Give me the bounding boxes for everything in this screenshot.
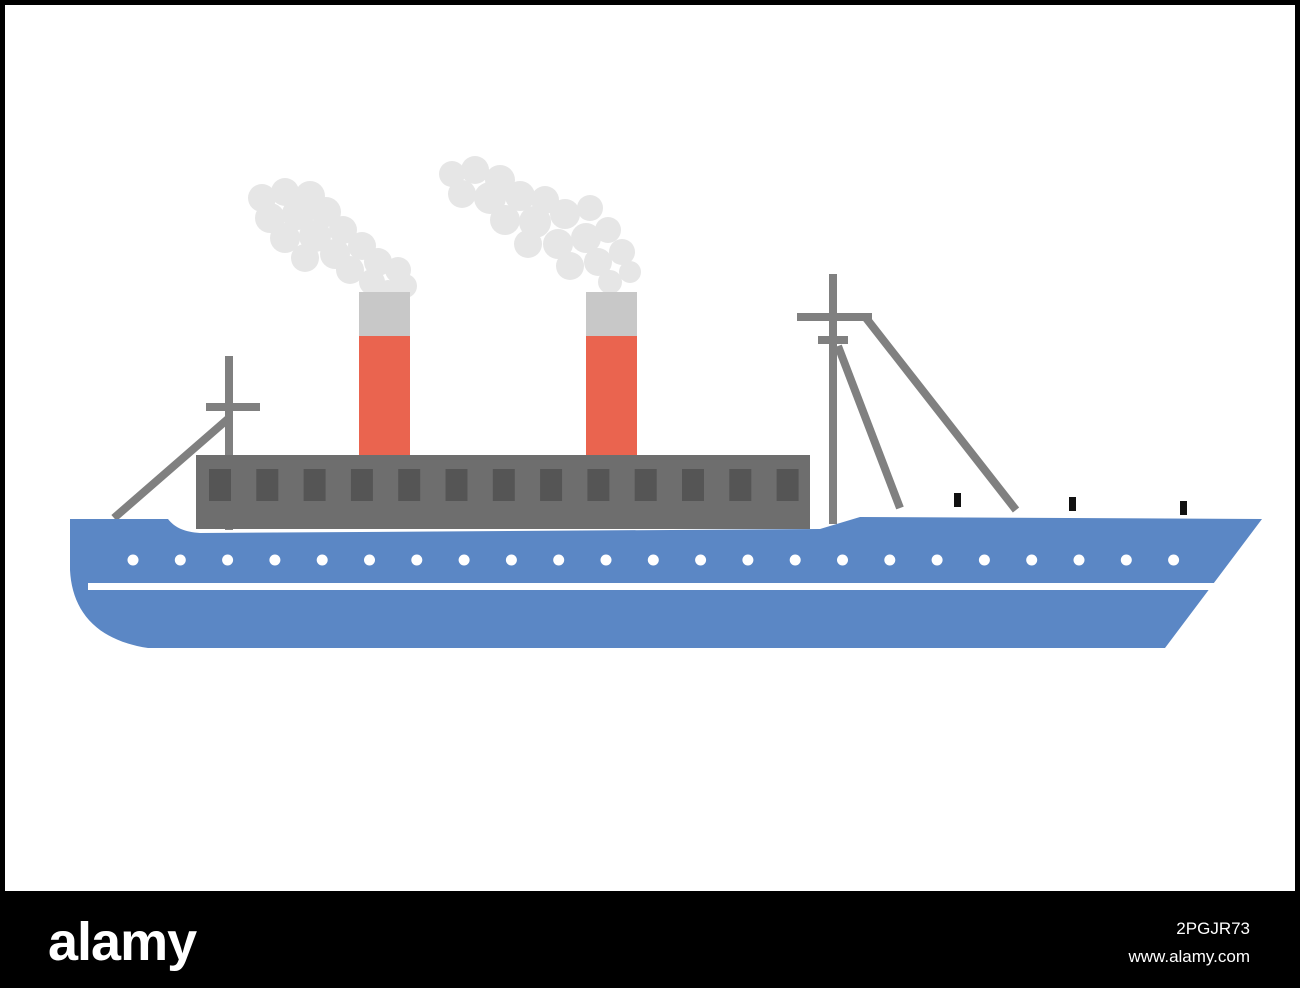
porthole [316, 554, 328, 566]
deckhouse-window [445, 469, 468, 501]
deckhouse-window [729, 469, 752, 501]
porthole [505, 554, 517, 566]
porthole [978, 554, 990, 566]
alamy-logo: alamy [48, 912, 197, 972]
deckhouse-window [634, 469, 657, 501]
porthole [931, 554, 943, 566]
porthole [269, 554, 281, 566]
porthole [364, 554, 375, 566]
canvas-background [5, 5, 1295, 891]
deckhouse-window [776, 469, 799, 501]
deckhouse-window [682, 469, 704, 501]
deckhouse [196, 455, 810, 529]
steamship-illustration [5, 5, 1295, 891]
porthole [789, 554, 801, 566]
porthole [742, 554, 754, 566]
porthole [1168, 554, 1180, 566]
porthole [647, 554, 659, 566]
smoke-cloud-left [248, 178, 417, 300]
porthole [127, 554, 139, 566]
front-mast [797, 274, 1020, 524]
site-url-label: www.alamy.com [1128, 947, 1250, 966]
deckhouse-window [587, 469, 610, 501]
porthole [458, 554, 470, 566]
porthole [222, 554, 234, 566]
deckhouse-window [492, 469, 515, 501]
watermark-footer [0, 896, 1300, 988]
deckhouse-window [209, 469, 231, 501]
porthole [837, 554, 848, 566]
portholes [127, 554, 1180, 566]
deck-bollards [954, 493, 1187, 515]
funnel-rear [359, 292, 410, 460]
deckhouse-window [303, 469, 326, 501]
porthole [174, 554, 186, 566]
porthole [1026, 554, 1038, 566]
funnel-front [586, 292, 637, 460]
deckhouse-window [540, 469, 563, 501]
image-id-label: 2PGJR73 [1176, 919, 1250, 938]
porthole [1120, 554, 1132, 566]
porthole [1073, 554, 1085, 566]
deckhouse-window [256, 469, 279, 501]
porthole [600, 554, 612, 566]
porthole [884, 554, 896, 566]
porthole [411, 554, 423, 566]
smoke-cloud-right [439, 156, 641, 294]
deckhouse-window [398, 469, 421, 501]
ship-hull [70, 517, 1262, 648]
hull-stripe [88, 583, 1218, 590]
porthole [695, 554, 707, 566]
deckhouse-window [350, 469, 373, 501]
porthole [553, 554, 565, 566]
